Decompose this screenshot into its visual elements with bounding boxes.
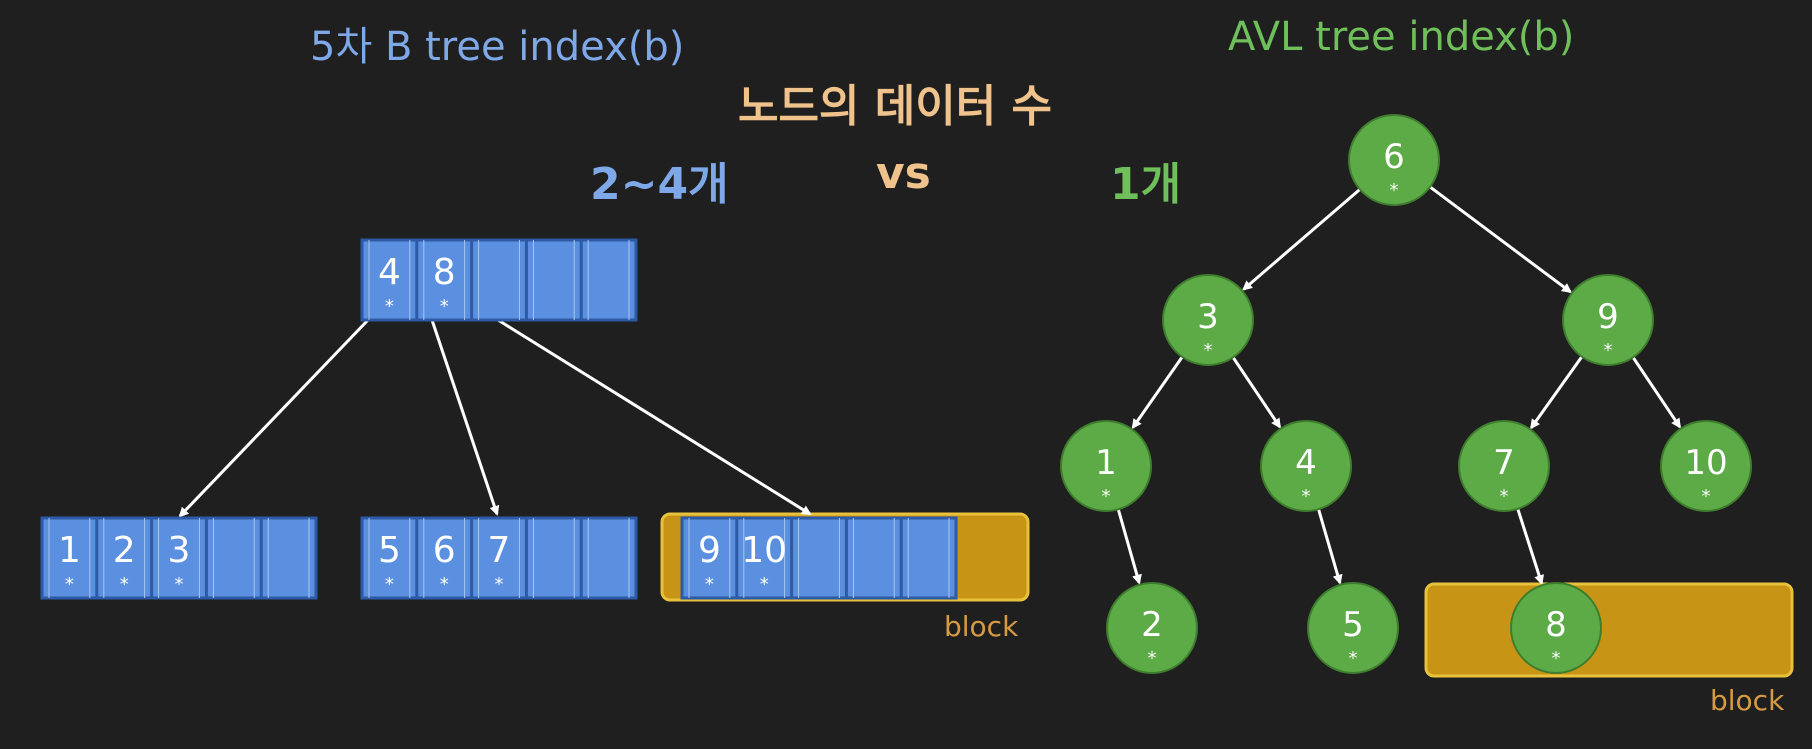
btree-key: 9 (698, 530, 721, 571)
avl-node: 9* (1562, 274, 1654, 366)
avl-title: AVL tree index(b) (1228, 14, 1575, 60)
avl-edge (1116, 508, 1142, 585)
avl-data-count: 1개 (1110, 159, 1182, 210)
pointer-mark: * (440, 574, 449, 595)
btree-key: 1 (58, 530, 81, 571)
btree-data-count: 2~4개 (590, 159, 729, 210)
avl-node: 6* (1348, 114, 1440, 206)
avl-edge (1429, 185, 1572, 294)
btree-key: 8 (433, 252, 456, 293)
btree-leaf-node: 5 * 6 * 7 * (360, 516, 638, 600)
avl-node: 7* (1458, 420, 1550, 512)
pointer-mark: * (65, 574, 74, 595)
pointer-mark: * (1204, 340, 1213, 361)
btree-key: 2 (113, 530, 136, 571)
pointer-mark: * (760, 574, 769, 595)
avl-edge (1631, 356, 1682, 429)
btree-key: 7 (488, 530, 511, 571)
pointer-mark: * (1102, 486, 1111, 507)
avl-edge (1131, 356, 1184, 430)
pointer-mark: * (495, 574, 504, 595)
avl-key: 10 (1684, 443, 1727, 483)
btree-leaf-node: 9 * 10 * (680, 516, 958, 600)
btree-key: 10 (741, 530, 787, 571)
btree-root-node: 4 * 8 * (360, 238, 638, 322)
avl-key: 4 (1295, 443, 1317, 483)
avl-node: 1* (1060, 420, 1152, 512)
btree-key: 4 (378, 252, 401, 293)
avl-node: 3* (1162, 274, 1254, 366)
avl-node: 5* (1307, 582, 1399, 674)
btree-key: 6 (433, 530, 456, 571)
btree-key: 5 (378, 530, 401, 571)
avl-node: 8* (1510, 582, 1602, 674)
pointer-mark: * (705, 574, 714, 595)
node-data-count-heading: 노드의 데이터 수 (738, 81, 1052, 132)
pointer-mark: * (1604, 340, 1613, 361)
btree-leaf-node: 1 * 2 * 3 * (40, 516, 318, 600)
avl-edge (1231, 356, 1282, 429)
avl-node: 2* (1106, 582, 1198, 674)
avl-edge (1317, 508, 1343, 585)
avl-key: 8 (1545, 605, 1567, 645)
pointer-mark: * (1349, 648, 1358, 669)
pointer-mark: * (175, 574, 184, 595)
avl-edge (1242, 188, 1361, 291)
avl-block-label: block (1710, 684, 1785, 717)
avl-key: 5 (1342, 605, 1364, 645)
pointer-mark: * (385, 574, 394, 595)
avl-key: 3 (1197, 297, 1219, 337)
avl-key: 1 (1095, 443, 1117, 483)
avl-edge (1530, 355, 1584, 430)
btree-title: 5차 B tree index(b) (310, 24, 685, 70)
btree-edge (178, 318, 370, 518)
avl-key: 7 (1493, 443, 1515, 483)
avl-node: 10 * (1660, 420, 1752, 512)
pointer-mark: * (1148, 648, 1157, 669)
avl-block (1424, 582, 1794, 678)
pointer-mark: * (1702, 486, 1711, 507)
pointer-mark: * (120, 574, 129, 595)
pointer-mark: * (440, 296, 449, 317)
pointer-mark: * (1390, 180, 1399, 201)
avl-key: 2 (1141, 605, 1163, 645)
avl-key: 6 (1383, 137, 1405, 177)
pointer-mark: * (1552, 648, 1561, 669)
pointer-mark: * (1500, 486, 1509, 507)
pointer-mark: * (1302, 486, 1311, 507)
avl-edge (1516, 508, 1544, 586)
avl-node: 4* (1260, 420, 1352, 512)
vs-label: vs (876, 148, 931, 199)
btree-block-label: block (944, 610, 1019, 643)
btree-key: 3 (168, 530, 191, 571)
pointer-mark: * (385, 296, 394, 317)
avl-key: 9 (1597, 297, 1619, 337)
btree-edge (497, 318, 812, 516)
btree-edge (430, 319, 500, 516)
